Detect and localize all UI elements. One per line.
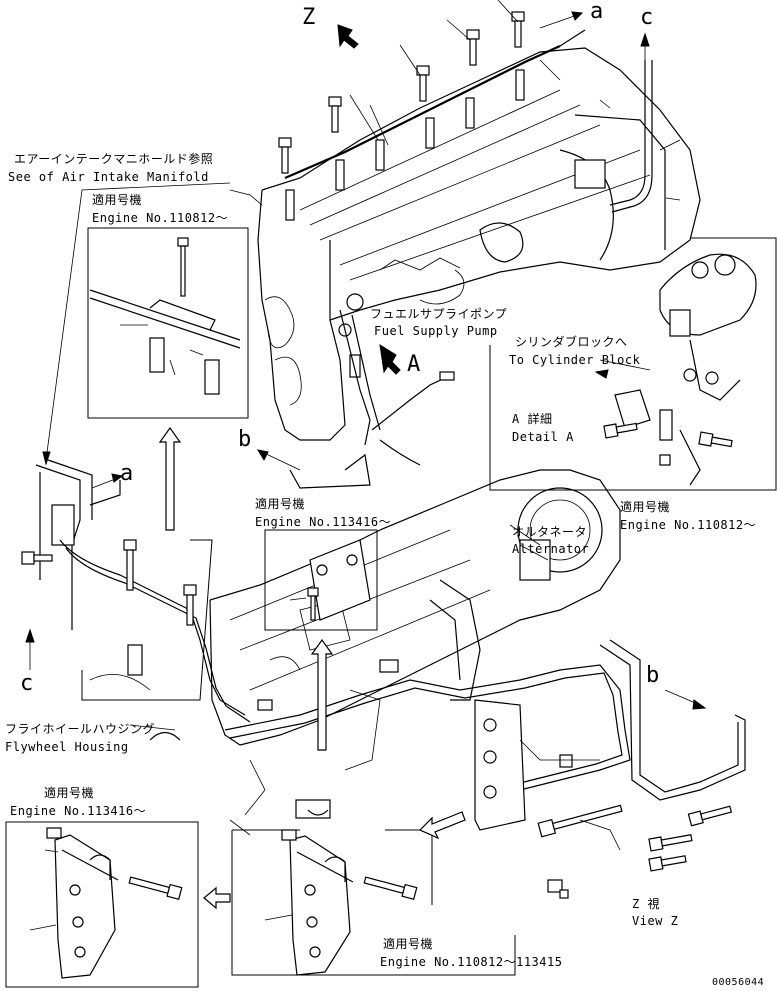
applicable-jp-label-4: 適用号機 <box>44 786 95 800</box>
arrow-a-left <box>91 473 124 489</box>
applicable-jp-label-5: 適用号機 <box>383 937 434 951</box>
lower-fuel-pipe <box>224 639 746 801</box>
alternator-en-label: Alternator <box>512 542 590 556</box>
applicable-jp-label-2: 適用号機 <box>620 500 671 514</box>
bracket-bolts-left <box>81 539 213 701</box>
fuel-rail <box>284 29 653 213</box>
engine-lower-block <box>209 469 621 746</box>
alternator-jp-label: オルタネータ <box>512 525 588 539</box>
applicable-jp-label-1: 適用号機 <box>92 193 143 207</box>
arrow-to-bottom-inset <box>418 811 466 840</box>
detail-a-box <box>489 237 777 491</box>
leader-inset-top <box>229 189 263 206</box>
flywheel-jp-label: フライホイールハウジング <box>5 722 156 736</box>
inset-engine-110812-113415 <box>231 829 516 976</box>
engine-no-label-3: Engine No.113416～ <box>255 515 392 529</box>
arrow-up-inset-top <box>158 426 182 531</box>
fuel-pump-jp-label: フュエルサプライポンプ <box>370 307 508 321</box>
flywheel-en-label: Flywheel Housing <box>5 740 129 754</box>
engine-no-label-5: Engine No.110812～113415 <box>380 955 563 969</box>
arrow-c-top <box>640 32 650 60</box>
cylinder-block-jp-label: シリンダブロックへ <box>515 335 628 349</box>
view-z-jp-label: Z 視 <box>632 897 660 911</box>
arrow-a-top-label: a <box>590 0 604 24</box>
view-z-bracket <box>474 699 733 899</box>
arrow-c-left-label: c <box>20 671 34 696</box>
arrow-b-right-label: b <box>646 663 660 688</box>
detail-a-marker-label: A <box>407 352 421 377</box>
arrow-a-top <box>539 11 584 29</box>
rail-bolts <box>278 11 525 221</box>
arrow-up-inset-center <box>310 638 334 751</box>
arrow-a-left-label: a <box>120 461 134 486</box>
view-z-label: Z <box>302 5 316 30</box>
flywheel-arc <box>149 731 181 741</box>
view-z-en-label: View Z <box>632 914 679 928</box>
leader-air-intake-arrowhead <box>42 451 51 466</box>
drawing-code: 00056044 <box>712 977 765 988</box>
arrow-left-inset-bottom <box>203 886 231 910</box>
left-bracket-tube <box>21 459 251 723</box>
misc-parts-center <box>229 659 399 836</box>
engine-no-label-2: Engine No.110812～ <box>620 518 757 532</box>
leader-air-intake <box>45 182 231 461</box>
inset-engine-113416-bottom <box>5 821 199 988</box>
detail-a-arrow <box>379 344 401 375</box>
leader-lines-top <box>349 0 681 201</box>
fuel-supply-pump <box>289 293 455 489</box>
inset-engine-113416-center <box>264 529 378 631</box>
inset-engine-110812-top <box>87 227 249 419</box>
view-z-arrow <box>337 24 359 49</box>
arrow-c-left <box>25 628 35 670</box>
air-intake-jp-label: エアーインテークマニホールド参照 <box>14 152 214 166</box>
fuel-pump-en-label: Fuel Supply Pump <box>374 324 498 338</box>
engine-no-label-1: Engine No.110812～ <box>92 211 229 225</box>
alternator-leaders <box>509 524 549 561</box>
arrow-b-mid-label: b <box>238 427 252 452</box>
engine-no-label-4: Engine No.113416～ <box>10 804 147 818</box>
detail-a-en-label: Detail A <box>512 430 574 444</box>
applicable-jp-label-3: 適用号機 <box>255 497 306 511</box>
arrow-c-top-label: c <box>640 5 654 30</box>
leader-flywheel <box>129 724 176 731</box>
detail-a-jp-label: A 詳細 <box>512 412 553 426</box>
air-intake-en-label: See of Air Intake Manifold <box>8 170 209 184</box>
arrow-b-mid <box>256 449 301 471</box>
engine-cylinder-head <box>257 47 701 441</box>
cylinder-block-en-label: To Cylinder Block <box>509 353 641 367</box>
arrow-b-right <box>664 689 707 710</box>
